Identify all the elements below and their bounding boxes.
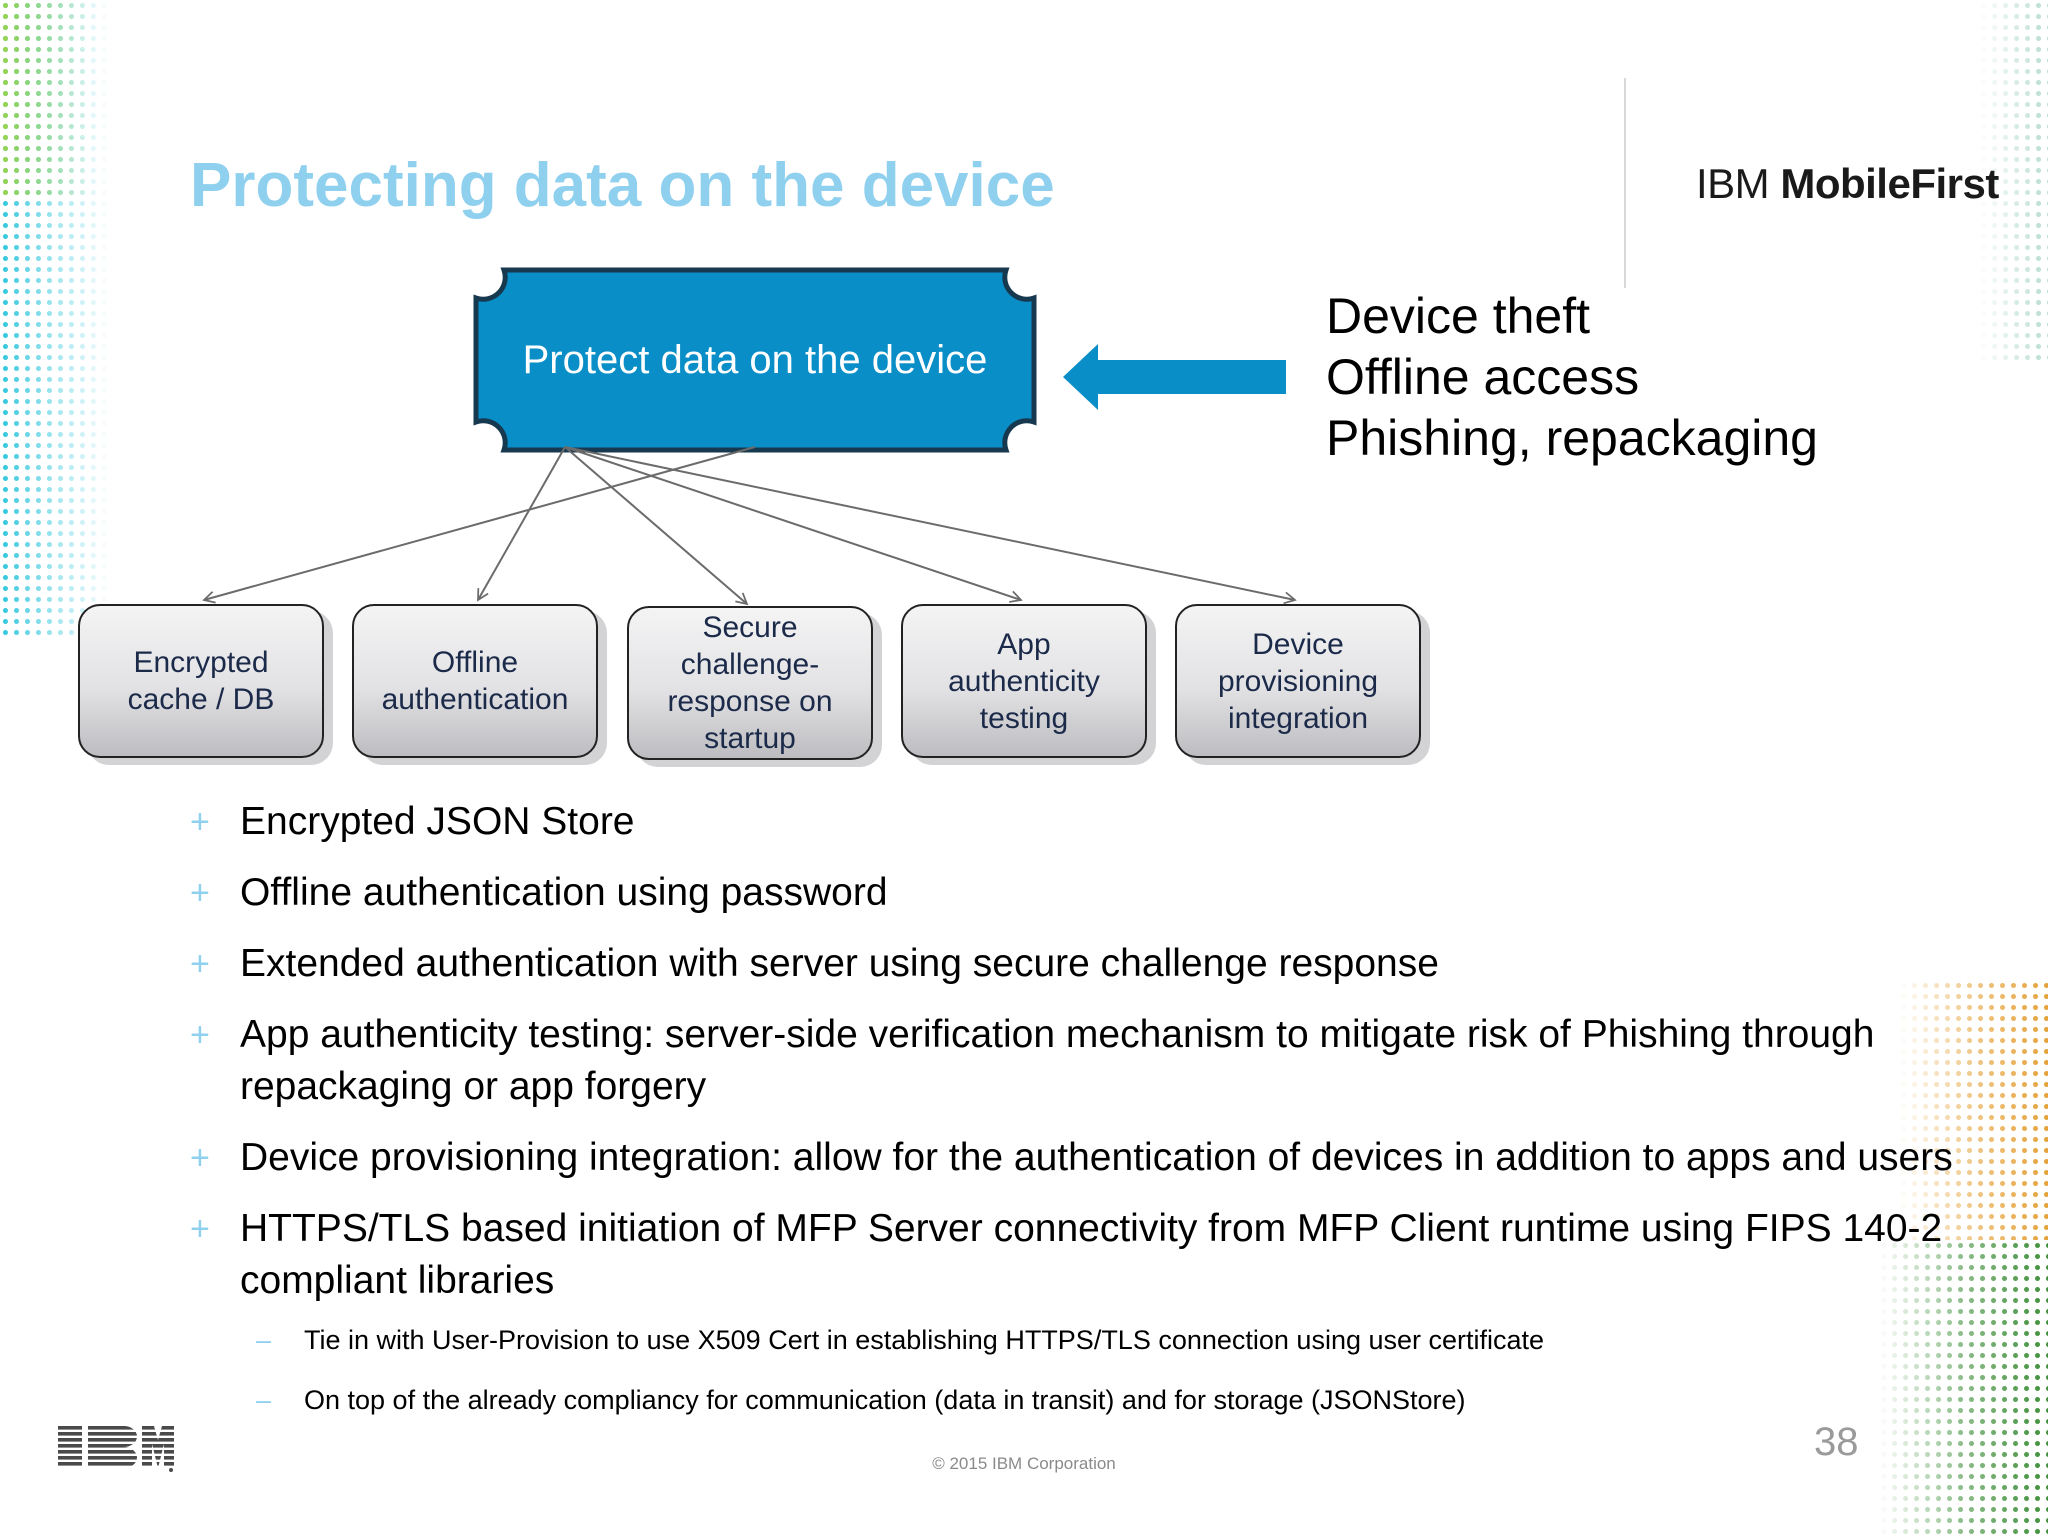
box-line: startup (704, 722, 796, 755)
bullet-text: Extended authentication with server usin… (240, 942, 1439, 985)
box-line: response on (667, 685, 833, 718)
ibm-logo (58, 1426, 174, 1472)
decorative-dots-right-bottom (1898, 980, 2048, 1240)
bullet-text: Encrypted JSON Store (240, 800, 635, 843)
bullet-list: + Encrypted JSON Store + Offline authentic… (190, 796, 2020, 1326)
bullet-item: + App authenticity testing: server-side v… (190, 1009, 2020, 1113)
plus-icon: + (190, 803, 210, 841)
brand-name: MobileFirst (1780, 160, 1999, 207)
bullet-item: + HTTPS/TLS based initiation of MFP Serve… (190, 1203, 2020, 1307)
page-number: 38 (1814, 1420, 1859, 1464)
brand-divider (1624, 78, 1626, 288)
connector-to-offline-authentication (477, 446, 566, 602)
box-line: cache / DB (127, 683, 275, 716)
bullet-item: + Offline authentication using password (190, 867, 2020, 919)
decorative-dots-right-top (1978, 0, 2048, 360)
box-offline-authentication: Offline authentication (352, 604, 598, 758)
sub-bullet-item: – On top of the already compliancy for co… (256, 1382, 1544, 1418)
threat-item: Phishing, repackaging (1326, 410, 1818, 466)
bullet-item: + Encrypted JSON Store (190, 796, 2020, 848)
connector-to-app-authenticity (564, 446, 1023, 603)
slide-title: Protecting data on the device (190, 151, 1055, 220)
decorative-dots-left-top (0, 0, 90, 200)
copyright: © 2015 IBM Corporation (932, 1454, 1116, 1473)
threat-item: Offline access (1326, 349, 1640, 405)
box-line: integration (1227, 701, 1369, 735)
bullet-text: Offline authentication using password (240, 871, 888, 914)
box-line: Secure (702, 611, 798, 644)
box-line: authenticity (948, 664, 1100, 698)
threats-list: Device theft Offline access Phishing, re… (1326, 286, 1818, 469)
plus-icon: + (190, 1210, 210, 1248)
box-encrypted-cache: Encrypted cache / DB (78, 604, 324, 758)
box-line: Encrypted (133, 646, 269, 679)
connector-to-encrypted-cache (202, 446, 756, 604)
connector-to-device-provisioning (564, 446, 1297, 605)
box-line: challenge- (680, 648, 820, 681)
plus-icon: + (190, 874, 210, 912)
box-device-provisioning-integration: Device provisioning integration (1175, 604, 1421, 758)
threat-arrow (1063, 344, 1286, 410)
plus-icon: + (190, 1139, 210, 1177)
bullet-text: Device provisioning integration: allow f… (240, 1136, 1953, 1179)
brand-prefix: IBM (1696, 160, 1770, 207)
brand-wordmark: IBM MobileFirst (1696, 160, 1999, 208)
box-line: Device (1252, 627, 1344, 661)
box-line: authentication (381, 683, 569, 716)
sub-bullet-text: Tie in with User-Provision to use X509 C… (304, 1325, 1545, 1355)
sub-bullet-item: – Tie in with User-Provision to use X509 … (256, 1322, 1544, 1358)
bullet-item: + Extended authentication with server usi… (190, 938, 2020, 990)
decorative-dots-right-bottom-green (1878, 1240, 2048, 1536)
bullet-text: App authenticity testing: server-side ve… (240, 1013, 1875, 1108)
box-line: App (997, 627, 1051, 661)
box-line: Offline (431, 646, 519, 679)
sub-bullet-text: On top of the already compliancy for com… (304, 1385, 1466, 1415)
dash-icon: – (256, 1385, 272, 1415)
main-box-label: Protect data on the device (522, 337, 988, 382)
box-secure-challenge-response: Secure challenge- response on startup (627, 606, 873, 760)
box-line: testing (979, 701, 1069, 735)
threat-item: Device theft (1326, 288, 1591, 344)
dash-icon: – (256, 1325, 272, 1355)
bullet-item: + Device provisioning integration: allow … (190, 1132, 2020, 1184)
plus-icon: + (190, 1016, 210, 1054)
box-app-authenticity-testing: App authenticity testing (901, 604, 1147, 758)
sub-bullet-list: – Tie in with User-Provision to use X509 … (256, 1322, 1544, 1442)
connector-to-secure-challenge (564, 446, 749, 606)
plus-icon: + (190, 945, 210, 983)
box-line: provisioning (1217, 664, 1379, 698)
bullet-text: HTTPS/TLS based initiation of MFP Server… (240, 1207, 1943, 1302)
